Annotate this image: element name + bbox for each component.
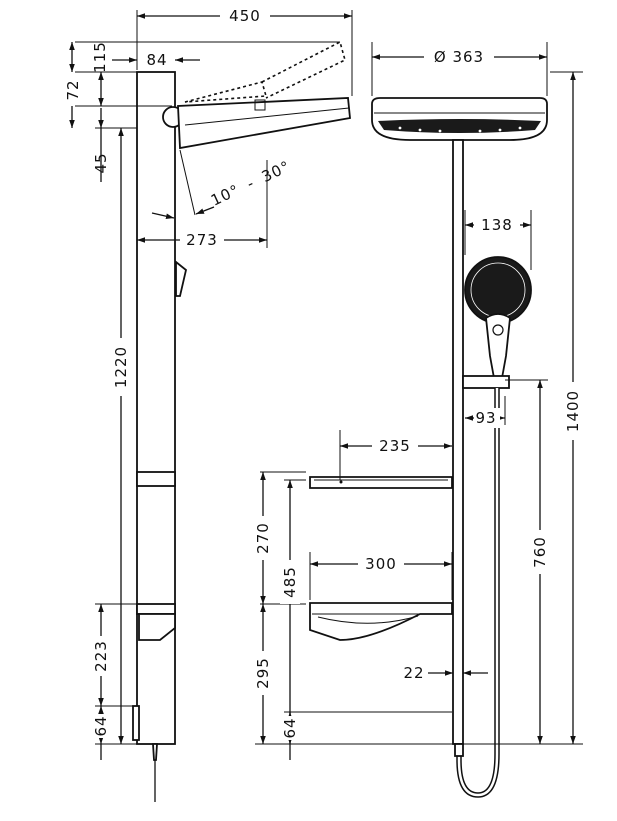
dim-upper-shelf-height: 485: [281, 566, 299, 598]
dim-arm-reach: 273: [186, 231, 218, 249]
lower-shelf-bracket: [138, 613, 176, 641]
arm-joint: [254, 99, 266, 111]
lower-shelf-collar: [136, 603, 176, 615]
dim-front-base-height: 64: [281, 717, 299, 738]
dim-column-depth: 84: [146, 51, 167, 69]
arm-raised-outline: [184, 81, 268, 103]
dim-lower-shelf-height: 295: [254, 657, 272, 689]
shower-arm: [177, 97, 351, 150]
dim-upper-shelf-depth: 235: [379, 437, 411, 455]
dim-arm-gap: 45: [92, 152, 110, 173]
hand-shower-handle: [485, 313, 511, 379]
shower-hose: [456, 388, 500, 798]
hose-connector: [454, 743, 464, 757]
dim-shelf-spacing: 270: [254, 522, 272, 554]
svg-text:10°-30°: 10°-30°: [208, 157, 293, 209]
dim-tilt-angle: 10°-30°: [208, 157, 293, 209]
dim-column-height: 1220: [112, 346, 130, 388]
upper-shelf: [309, 476, 453, 489]
dim-width-total: 450: [229, 7, 261, 25]
dim-lower-shelf-height: 223: [92, 640, 110, 672]
dim-holder-height: 760: [531, 536, 549, 568]
dim-pipe-offset: 22: [403, 664, 424, 682]
arm-raised-head: [261, 40, 346, 99]
dim-holder-offset: 93: [475, 409, 496, 427]
inlet-connector: [152, 743, 158, 761]
arm-edge: [184, 107, 350, 126]
front-view: Ø 363 138 93 1400 235 270 485 300 760: [253, 42, 583, 798]
hand-shower-holder: [462, 375, 510, 389]
base-valve: [132, 705, 140, 741]
dim-hand-shower-width: 138: [481, 216, 513, 234]
side-view: 450 84 115 72 45 1220 273 10°-30°: [64, 6, 353, 802]
dim-lower-shelf-width: 300: [365, 555, 397, 573]
lower-shelf: [309, 602, 453, 641]
riser-pipe: [452, 139, 464, 745]
overhead-shower-head: [371, 97, 548, 141]
dim-top-offset: 115: [91, 41, 109, 73]
shower-column: [136, 71, 176, 745]
upper-shelf-collar: [136, 471, 176, 487]
shower-head-nozzles: [378, 119, 541, 133]
dim-base-height: 64: [92, 715, 110, 736]
dim-head-diameter: Ø 363: [434, 48, 484, 66]
dim-arm-height: 72: [64, 79, 82, 100]
thermostat-knob: [175, 260, 188, 297]
dim-overall-height: 1400: [564, 390, 582, 432]
